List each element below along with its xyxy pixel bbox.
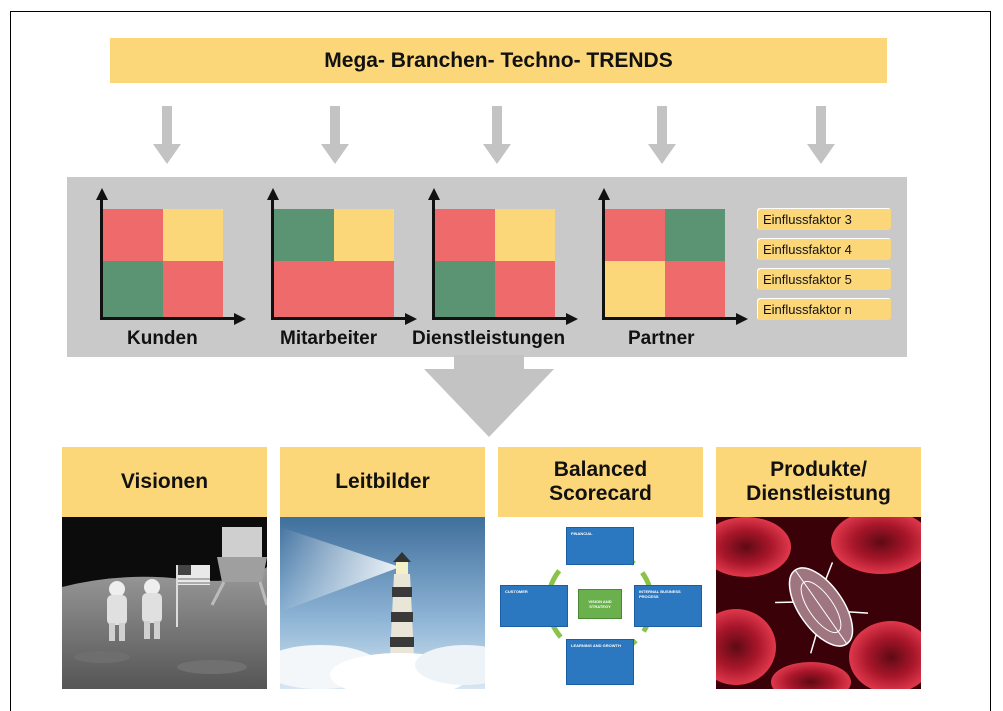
arrow-head-icon	[405, 312, 417, 325]
matrix-cell	[163, 209, 223, 261]
y-axis	[100, 196, 103, 319]
matrix-cell	[103, 261, 163, 317]
arrow-head-icon	[234, 312, 246, 325]
factor-label: Einflussfaktor n	[757, 298, 891, 320]
matrix-cell	[665, 209, 725, 261]
card-title-wrap: Produkte/ Dienstleistung	[746, 458, 891, 506]
matrix-cell	[274, 261, 394, 317]
matrix-cell	[605, 261, 665, 317]
bsc-learning-box: LEARNING AND GROWTH	[566, 639, 634, 685]
matrix-cell	[665, 261, 725, 317]
matrix-label: Mitarbeiter	[280, 328, 378, 349]
trends-banner: Mega- Branchen- Techno- TRENDS	[110, 38, 887, 83]
bsc-vision-box: VISION AND STRATEGY	[578, 589, 622, 619]
matrix-cell	[435, 209, 495, 261]
arrow-head-icon	[566, 312, 578, 325]
blood-cells-image	[716, 517, 921, 689]
arrow-head-icon	[736, 312, 748, 325]
matrix-cell	[495, 261, 555, 317]
y-axis	[271, 196, 274, 319]
matrix-label: Partner	[628, 328, 695, 349]
card-title-text: Dienstleistung	[746, 482, 891, 505]
bsc-label: INTERNAL BUSINESS PROCESS	[639, 589, 681, 599]
scorecard-diagram: FINANCIAL CUSTOMER INTERNAL BUSINESS PRO…	[498, 517, 703, 689]
down-arrow-icon	[807, 106, 835, 164]
factor-label: Einflussfaktor 5	[757, 268, 891, 290]
bsc-internal-box: INTERNAL BUSINESS PROCESS	[634, 585, 702, 627]
card-title-leitbilder: Leitbilder	[280, 447, 485, 517]
slide-frame	[10, 11, 991, 711]
arrow-head-icon	[95, 188, 108, 200]
big-down-arrow-icon	[424, 355, 554, 437]
factor-label: Einflussfaktor 4	[757, 238, 891, 260]
down-arrow-icon	[648, 106, 676, 164]
matrix-cell	[103, 209, 163, 261]
matrix-cell	[163, 261, 223, 317]
x-axis	[432, 317, 567, 320]
x-axis	[271, 317, 406, 320]
bsc-label: FINANCIAL	[571, 531, 593, 536]
matrix-cell	[495, 209, 555, 261]
down-arrow-icon	[483, 106, 511, 164]
bsc-customer-box: CUSTOMER	[500, 585, 568, 627]
bsc-label: VISION AND STRATEGY	[588, 599, 612, 609]
x-axis	[100, 317, 235, 320]
card-title-wrap: Balanced Scorecard	[549, 458, 652, 506]
card-title-text: Produkte/	[770, 458, 867, 481]
card-title-text: Visionen	[120, 470, 209, 493]
matrix-label: Dienstleistungen	[412, 328, 566, 349]
card-title-produkte: Produkte/ Dienstleistung	[716, 447, 921, 517]
arrow-head-icon	[427, 188, 440, 200]
matrix-label: Kunden	[127, 328, 198, 349]
matrix-cell	[435, 261, 495, 317]
bsc-financial-box: FINANCIAL	[566, 527, 634, 565]
y-axis	[432, 196, 435, 319]
lighthouse-image	[280, 517, 485, 689]
down-arrow-icon	[153, 106, 181, 164]
arrow-head-icon	[266, 188, 279, 200]
down-arrow-icon	[321, 106, 349, 164]
card-title-text: Balanced	[553, 458, 648, 481]
card-title-balanced-scorecard: Balanced Scorecard	[498, 447, 703, 517]
moon-landing-image	[62, 517, 267, 689]
arrow-head-icon	[597, 188, 610, 200]
card-title-text: Leitbilder	[335, 470, 430, 493]
x-axis	[602, 317, 737, 320]
card-title-text: Scorecard	[549, 482, 652, 505]
card-title-visionen: Visionen	[62, 447, 267, 517]
matrix-cell	[605, 209, 665, 261]
y-axis	[602, 196, 605, 319]
matrix-cell	[274, 209, 334, 261]
bsc-label: CUSTOMER	[505, 589, 528, 594]
bsc-label: LEARNING AND GROWTH	[571, 643, 621, 648]
factor-label: Einflussfaktor 3	[757, 208, 891, 230]
matrix-cell	[334, 209, 394, 261]
